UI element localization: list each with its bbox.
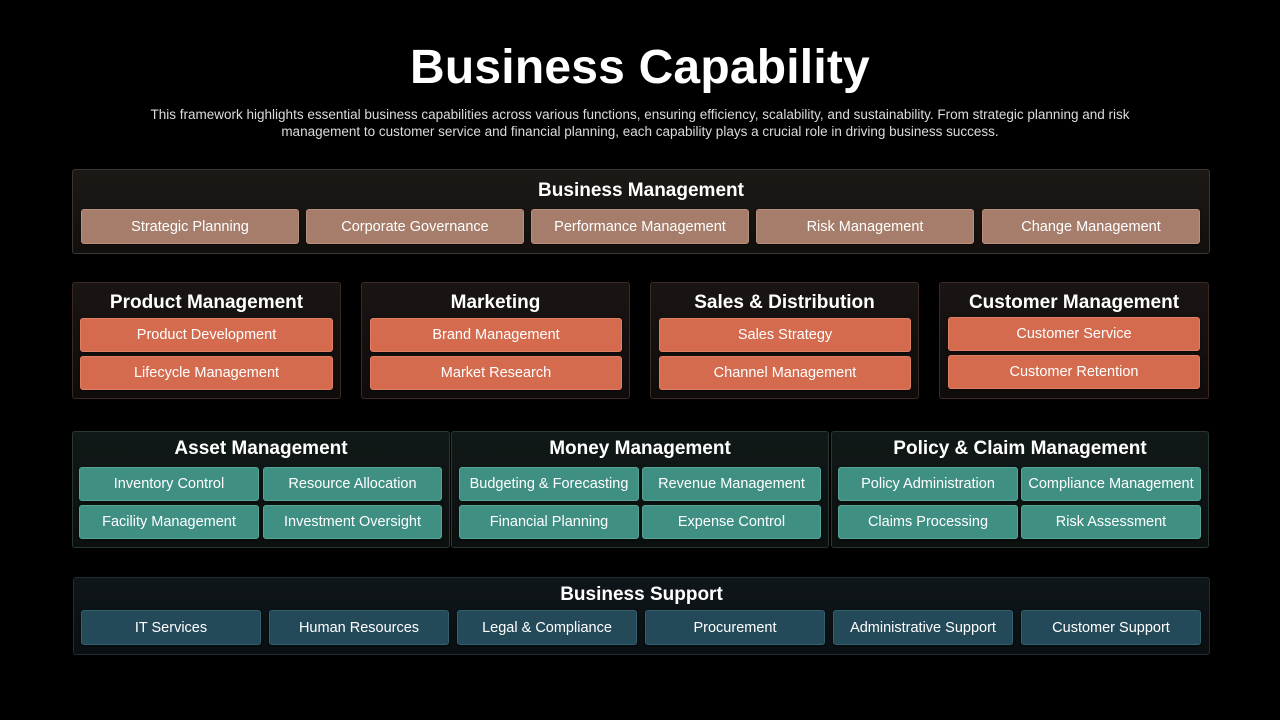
page-subtitle: This framework highlights essential busi… bbox=[150, 107, 1130, 139]
capability-strategic-planning[interactable]: Strategic Planning bbox=[81, 209, 299, 244]
money-management-panel: Money Management Budgeting & Forecasting… bbox=[451, 431, 829, 548]
sales-distribution-title: Sales & Distribution bbox=[694, 292, 875, 313]
business-management-panel: Business Management Strategic Planning C… bbox=[72, 169, 1210, 254]
capability-expense-control[interactable]: Expense Control bbox=[642, 505, 821, 539]
capability-facility-management[interactable]: Facility Management bbox=[79, 505, 259, 539]
capability-lifecycle-management[interactable]: Lifecycle Management bbox=[80, 356, 333, 390]
capability-market-research[interactable]: Market Research bbox=[370, 356, 622, 390]
capability-policy-administration[interactable]: Policy Administration bbox=[838, 467, 1018, 501]
capability-legal-compliance[interactable]: Legal & Compliance bbox=[457, 610, 637, 645]
policy-claim-management-panel: Policy & Claim Management Policy Adminis… bbox=[831, 431, 1209, 548]
capability-customer-service[interactable]: Customer Service bbox=[948, 317, 1200, 351]
capability-administrative-support[interactable]: Administrative Support bbox=[833, 610, 1013, 645]
capability-claims-processing[interactable]: Claims Processing bbox=[838, 505, 1018, 539]
asset-management-title: Asset Management bbox=[174, 438, 348, 459]
capability-sales-strategy[interactable]: Sales Strategy bbox=[659, 318, 911, 352]
policy-claim-management-title: Policy & Claim Management bbox=[893, 438, 1147, 459]
capability-change-management[interactable]: Change Management bbox=[982, 209, 1200, 244]
capability-risk-management[interactable]: Risk Management bbox=[756, 209, 974, 244]
customer-management-panel: Customer Management Customer Service Cus… bbox=[939, 282, 1209, 399]
business-support-title: Business Support bbox=[560, 584, 723, 605]
capability-budgeting-forecasting[interactable]: Budgeting & Forecasting bbox=[459, 467, 639, 501]
asset-management-panel: Asset Management Inventory Control Resou… bbox=[72, 431, 450, 548]
customer-management-title: Customer Management bbox=[968, 292, 1180, 313]
marketing-title: Marketing bbox=[450, 292, 541, 313]
capability-customer-retention[interactable]: Customer Retention bbox=[948, 355, 1200, 389]
product-management-title: Product Management bbox=[109, 292, 304, 313]
capability-customer-support[interactable]: Customer Support bbox=[1021, 610, 1201, 645]
money-management-title: Money Management bbox=[549, 438, 731, 459]
capability-human-resources[interactable]: Human Resources bbox=[269, 610, 449, 645]
capability-brand-management[interactable]: Brand Management bbox=[370, 318, 622, 352]
capability-procurement[interactable]: Procurement bbox=[645, 610, 825, 645]
marketing-panel: Marketing Brand Management Market Resear… bbox=[361, 282, 630, 399]
capability-inventory-control[interactable]: Inventory Control bbox=[79, 467, 259, 501]
capability-financial-planning[interactable]: Financial Planning bbox=[459, 505, 639, 539]
capability-risk-assessment[interactable]: Risk Assessment bbox=[1021, 505, 1201, 539]
capability-it-services[interactable]: IT Services bbox=[81, 610, 261, 645]
capability-compliance-management[interactable]: Compliance Management bbox=[1021, 467, 1201, 501]
business-support-panel: Business Support IT Services Human Resou… bbox=[73, 577, 1210, 655]
business-management-title: Business Management bbox=[538, 180, 744, 201]
page-title: Business Capability bbox=[410, 41, 870, 94]
capability-corporate-governance[interactable]: Corporate Governance bbox=[306, 209, 524, 244]
capability-product-development[interactable]: Product Development bbox=[80, 318, 333, 352]
capability-performance-management[interactable]: Performance Management bbox=[531, 209, 749, 244]
capability-channel-management[interactable]: Channel Management bbox=[659, 356, 911, 390]
product-management-panel: Product Management Product Development L… bbox=[72, 282, 341, 399]
capability-investment-oversight[interactable]: Investment Oversight bbox=[263, 505, 442, 539]
sales-distribution-panel: Sales & Distribution Sales Strategy Chan… bbox=[650, 282, 919, 399]
capability-resource-allocation[interactable]: Resource Allocation bbox=[263, 467, 442, 501]
capability-revenue-management[interactable]: Revenue Management bbox=[642, 467, 821, 501]
